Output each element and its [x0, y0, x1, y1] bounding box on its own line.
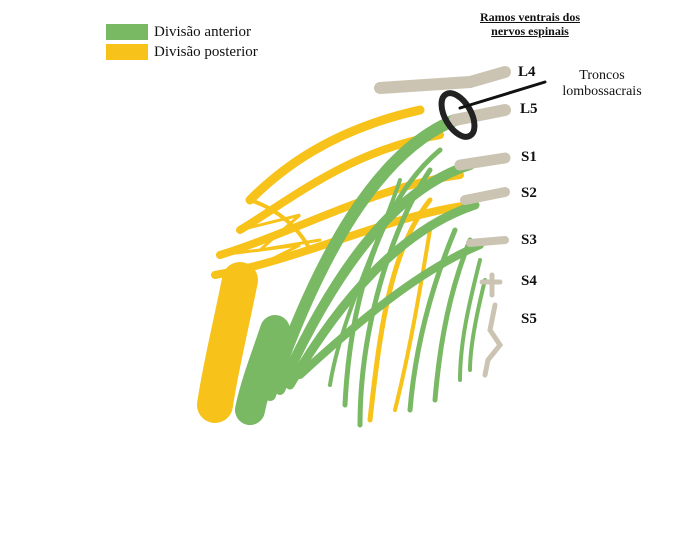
level-label-s3: S3 [521, 232, 537, 248]
legend-label: Divisão anterior [154, 23, 252, 40]
legend-label: Divisão posterior [154, 43, 258, 60]
level-label-s2: S2 [521, 185, 537, 201]
level-label-l5: L5 [520, 101, 538, 117]
legend-item-anterior: Divisão anterior [106, 22, 258, 42]
legend-item-posterior: Divisão posterior [106, 42, 258, 62]
anterior-swatch [106, 24, 148, 40]
callout-label: Troncos lombossacrais [562, 68, 642, 99]
legend: Divisão anterior Divisão posterior [106, 22, 258, 62]
level-label-l4: L4 [518, 64, 536, 80]
anterior-division-branches [264, 114, 487, 428]
lumbosacral-trunk-ring [438, 90, 478, 140]
posterior-swatch [106, 44, 148, 60]
level-label-s1: S1 [521, 149, 537, 165]
level-label-s4: S4 [521, 273, 537, 289]
anterior-trunk [235, 315, 290, 425]
callout-line [458, 80, 547, 110]
level-label-s5: S5 [521, 311, 537, 327]
header-title: Ramos ventrais dos nervos espinais [479, 10, 580, 38]
posterior-trunk [197, 262, 258, 423]
spinal-roots [374, 66, 511, 378]
